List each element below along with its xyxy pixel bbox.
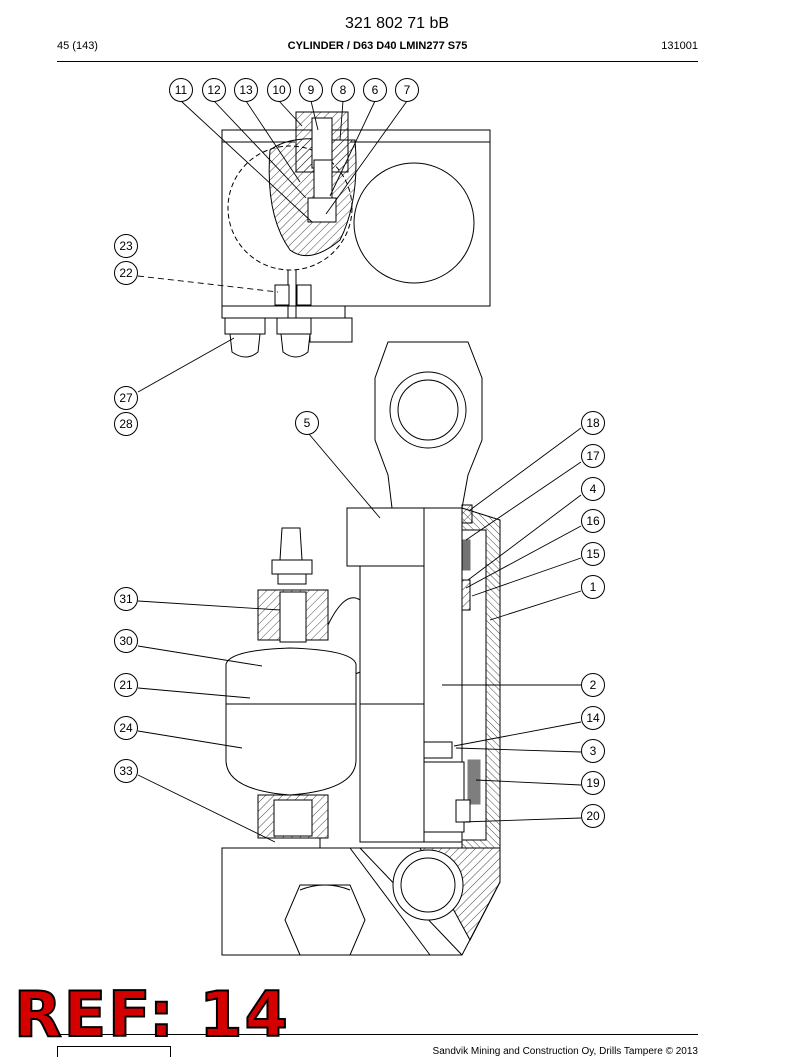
- callout-bubbles: 11 12 13 10 9 8 6 7 23 22 27 28 5 18 17 …: [114, 78, 605, 828]
- svg-text:28: 28: [119, 417, 133, 431]
- callout-18: 18: [581, 411, 605, 435]
- callout-5: 5: [295, 411, 319, 435]
- svg-text:31: 31: [119, 592, 133, 606]
- svg-text:4: 4: [590, 482, 597, 496]
- svg-text:12: 12: [207, 83, 221, 97]
- svg-text:33: 33: [119, 764, 133, 778]
- callout-12: 12: [202, 78, 226, 102]
- svg-text:21: 21: [119, 678, 133, 692]
- svg-text:3: 3: [590, 744, 597, 758]
- page-title: CYLINDER / D63 D40 LMIN277 S75: [287, 40, 468, 52]
- callout-19: 19: [581, 771, 605, 795]
- svg-text:22: 22: [119, 266, 133, 280]
- accumulator: [225, 527, 361, 885]
- callout-1: 1: [581, 575, 605, 599]
- svg-text:17: 17: [586, 449, 600, 463]
- callout-33: 33: [114, 759, 138, 783]
- svg-text:7: 7: [404, 83, 411, 97]
- part-code: 321 802 71 bB: [344, 15, 450, 32]
- svg-text:16: 16: [586, 514, 600, 528]
- callout-13: 13: [234, 78, 258, 102]
- sandvik-logo: [57, 1046, 171, 1057]
- page-number: 45 (143): [57, 40, 98, 52]
- callout-30: 30: [114, 629, 138, 653]
- callout-15: 15: [581, 542, 605, 566]
- callout-31: 31: [114, 587, 138, 611]
- callout-9: 9: [299, 78, 323, 102]
- header-divider: [57, 61, 698, 62]
- svg-text:14: 14: [586, 711, 600, 725]
- callout-7: 7: [395, 78, 419, 102]
- footer-copyright: Sandvik Mining and Construction Oy, Dril…: [432, 1046, 698, 1057]
- svg-text:27: 27: [119, 391, 133, 405]
- svg-text:9: 9: [308, 83, 315, 97]
- callout-4: 4: [581, 477, 605, 501]
- callout-8: 8: [331, 78, 355, 102]
- callout-6: 6: [363, 78, 387, 102]
- callout-24: 24: [114, 716, 138, 740]
- svg-text:1: 1: [590, 580, 597, 594]
- cylinder-body: [346, 504, 501, 849]
- svg-text:24: 24: [119, 721, 133, 735]
- bottom-block: [221, 847, 501, 956]
- callout-22: 22: [114, 261, 138, 285]
- svg-text:30: 30: [119, 634, 133, 648]
- leader-lines: [137, 100, 582, 843]
- callout-21: 21: [114, 673, 138, 697]
- svg-text:5: 5: [304, 416, 311, 430]
- callout-27: 27: [114, 386, 138, 410]
- callout-23: 23: [114, 234, 138, 258]
- rod-eye: [374, 341, 483, 509]
- svg-text:2: 2: [590, 678, 597, 692]
- callout-10: 10: [267, 78, 291, 102]
- svg-text:8: 8: [340, 83, 347, 97]
- svg-text:13: 13: [239, 83, 253, 97]
- svg-text:15: 15: [586, 547, 600, 561]
- callout-20: 20: [581, 804, 605, 828]
- svg-text:18: 18: [586, 416, 600, 430]
- svg-text:23: 23: [119, 239, 133, 253]
- callout-14: 14: [581, 706, 605, 730]
- callout-3: 3: [581, 739, 605, 763]
- callout-16: 16: [581, 509, 605, 533]
- svg-text:6: 6: [372, 83, 379, 97]
- callout-11: 11: [169, 78, 193, 102]
- svg-text:20: 20: [586, 809, 600, 823]
- callout-2: 2: [581, 673, 605, 697]
- svg-text:19: 19: [586, 776, 600, 790]
- document-number: 131001: [661, 40, 698, 52]
- valve-block: [221, 111, 491, 358]
- callout-28: 28: [114, 412, 138, 436]
- svg-text:10: 10: [272, 83, 286, 97]
- svg-text:11: 11: [175, 83, 188, 97]
- callout-17: 17: [581, 444, 605, 468]
- footer-divider: [57, 1034, 698, 1035]
- ref-stamp: REF: 14: [13, 978, 290, 1051]
